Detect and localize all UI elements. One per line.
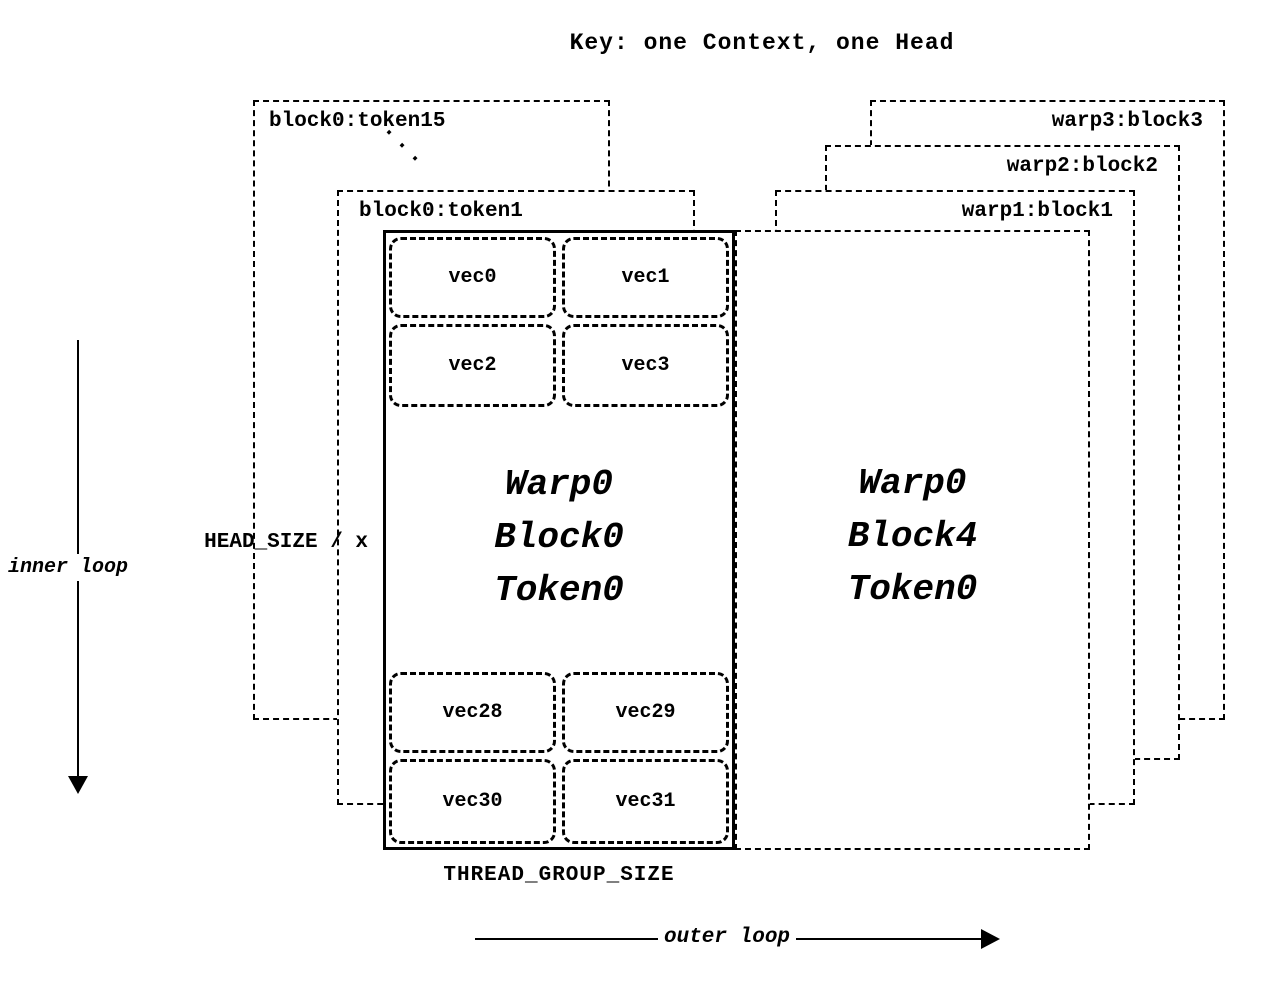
- vec29-box: vec29: [562, 672, 729, 753]
- vec3-box: vec3: [562, 324, 729, 407]
- block0-token15-label: block0:token15: [269, 110, 446, 133]
- warp0-block0-line1: Warp0: [504, 464, 614, 505]
- head-size-label: HEAD_SIZE / x: [204, 531, 368, 554]
- vec31-label: vec31: [615, 790, 676, 813]
- warp0-block4-line3: Token0: [847, 569, 978, 610]
- vec1-label: vec1: [621, 266, 670, 289]
- vec2-label: vec2: [448, 354, 497, 377]
- vec30-box: vec30: [389, 759, 556, 844]
- thread-group-size-label: THREAD_GROUP_SIZE: [443, 864, 675, 887]
- vec31-box: vec31: [562, 759, 729, 844]
- vec3-label: vec3: [621, 354, 670, 377]
- vec1-box: vec1: [562, 237, 729, 318]
- warp3-block3-label: warp3:block3: [1051, 110, 1203, 133]
- warp1-block1-label: warp1:block1: [961, 200, 1113, 223]
- outer-loop-label: outer loop: [658, 926, 797, 949]
- vec30-label: vec30: [442, 790, 503, 813]
- warp0-block0-line3: Token0: [494, 570, 624, 611]
- inner-loop-label: inner loop: [4, 554, 133, 581]
- warp0-block0-text: Warp0 Block0 Token0: [386, 458, 732, 617]
- warp0-block0-line2: Block0: [494, 517, 624, 558]
- warp0-block4-box: Warp0 Block4 Token0: [735, 230, 1090, 850]
- inner-loop-arrowhead-icon: [68, 776, 88, 794]
- vec29-label: vec29: [615, 701, 676, 724]
- vec2-box: vec2: [389, 324, 556, 407]
- outer-loop-arrowhead-icon: [981, 929, 1000, 949]
- warp0-block4-line2: Block4: [847, 516, 978, 557]
- vec28-label: vec28: [442, 701, 503, 724]
- diagram-title: Key: one Context, one Head: [569, 30, 955, 56]
- warp0-block0-box: vec0 vec1 vec2 vec3 Warp0 Block0 Token0 …: [383, 230, 735, 850]
- block0-token1-label: block0:token1: [359, 200, 523, 223]
- warp0-block4-text: Warp0 Block4 Token0: [737, 457, 1088, 616]
- warp0-block4-line1: Warp0: [858, 463, 967, 504]
- warp2-block2-label: warp2:block2: [1006, 155, 1158, 178]
- vec28-box: vec28: [389, 672, 556, 753]
- vec0-box: vec0: [389, 237, 556, 318]
- vec0-label: vec0: [448, 266, 497, 289]
